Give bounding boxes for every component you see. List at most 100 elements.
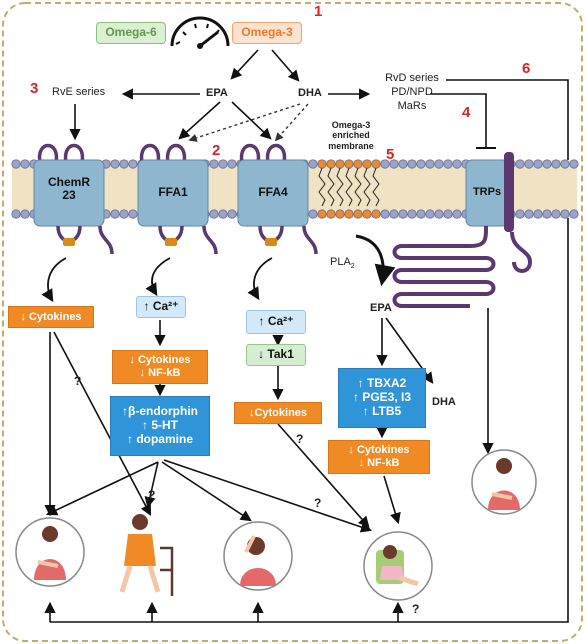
lipid-head	[524, 209, 534, 219]
lipid-head	[317, 209, 327, 219]
patient-seated-icon	[119, 514, 174, 596]
lipid-head	[551, 159, 561, 169]
dha-label: DHA	[298, 87, 322, 99]
lipid-head	[362, 159, 372, 169]
lipid-head	[128, 159, 138, 169]
col2-ca-box: ↑ Ca²⁺	[136, 296, 186, 318]
lipid-head	[317, 159, 327, 169]
col4-nfkb-text: ↓ NF-kB	[358, 457, 400, 469]
col2-dopamine-text: ↑ dopamine	[126, 431, 193, 446]
arrow-omega3-epa	[230, 49, 259, 80]
omega6-box: Omega-6	[96, 22, 166, 44]
epa-label: EPA	[206, 87, 228, 99]
receptor-chemr23	[33, 143, 114, 255]
rve-series-label: RvE series	[52, 86, 106, 98]
lipid-tail	[372, 167, 380, 207]
lipid-head	[452, 159, 462, 169]
receptor-ffa1	[137, 143, 218, 255]
lipid-head	[119, 159, 129, 169]
lipid-tail	[318, 167, 326, 207]
col4-cytokines-text: ↓ Cytokines	[348, 444, 410, 457]
lipid-head	[326, 209, 336, 219]
col4-tbxa2-text: ↑ TBXA2	[357, 376, 407, 391]
chemr-line-2: 23	[62, 188, 76, 203]
arrow-omega3-dha	[271, 49, 300, 82]
enriched-membrane-label: Omega-3 enriched membrane	[314, 120, 388, 151]
lipid-head	[542, 159, 552, 169]
lipid-head	[380, 159, 390, 169]
col2-nfkb-text: ↓ NF-kB	[139, 367, 181, 379]
lipid-head	[452, 209, 462, 219]
pla2-arrow	[355, 234, 396, 287]
col3-question: ?	[296, 432, 304, 446]
lipid-head	[110, 209, 120, 219]
col4-question-b: ?	[412, 602, 420, 616]
lipid-head	[398, 159, 408, 169]
pd-npd-label: PD/NPD	[391, 86, 433, 98]
receptor-ffa4	[237, 143, 318, 255]
col2-cytokines-box: ↓ Cytokines ↓ NF-kB	[112, 350, 208, 384]
lipid-head	[308, 209, 318, 219]
lipid-head	[335, 209, 345, 219]
lipid-head	[434, 159, 444, 169]
lipid-head	[353, 209, 363, 219]
lipid-head	[335, 159, 345, 169]
omega3-enriched-region	[317, 159, 381, 219]
mars-label: MaRs	[397, 100, 427, 112]
lipid-head	[434, 209, 444, 219]
lipid-head	[308, 159, 318, 169]
lipid-head	[209, 209, 219, 219]
lipid-head	[389, 209, 399, 219]
label-number-4: 4	[462, 104, 471, 121]
lipid-head	[515, 159, 525, 169]
lipid-head	[533, 159, 543, 169]
col4-pge3-text: ↑ PGE3, I3	[352, 390, 412, 405]
label-number-2: 2	[212, 142, 221, 159]
lipid-head	[416, 209, 426, 219]
lipid-head	[326, 159, 336, 169]
col4-cytokines-box: ↓ Cytokines ↓ NF-kB	[328, 440, 430, 474]
col3-tak1-box: ↓ Tak1	[246, 344, 306, 366]
col4-question-a: ?	[314, 496, 322, 510]
gauge-icon	[170, 16, 230, 49]
lipid-head	[20, 159, 30, 169]
lipid-head	[524, 159, 534, 169]
lipid-head	[407, 209, 417, 219]
lipid-head	[407, 159, 417, 169]
lipid-head	[425, 159, 435, 169]
lipid-head	[371, 159, 381, 169]
rvd-series-label: RvD series	[385, 72, 439, 84]
lipid-head	[560, 209, 570, 219]
inhibit-line	[430, 93, 487, 148]
lipid-tail	[336, 167, 344, 207]
lipid-head	[398, 209, 408, 219]
patient-headache-icon	[223, 521, 293, 591]
ffa4-label: FFA4	[258, 185, 288, 199]
col4-dha-label: DHA	[432, 396, 456, 408]
lipid-head	[209, 159, 219, 169]
col2-cytokines-text: ↓ Cytokines	[129, 354, 191, 367]
lipid-head	[560, 159, 570, 169]
lipid-head	[119, 209, 129, 219]
lipid-head	[128, 209, 138, 219]
lipid-tail	[354, 167, 362, 207]
col1-cytokines-box: ↓ Cytokines	[8, 306, 94, 328]
lipid-head	[515, 209, 525, 219]
enriched-line-1: Omega-3	[331, 120, 371, 130]
lipid-head	[227, 209, 237, 219]
lipid-head	[11, 209, 21, 219]
lipid-head	[551, 209, 561, 219]
enriched-line-2: enriched	[332, 130, 370, 141]
lipid-head	[425, 209, 435, 219]
lipid-head	[11, 159, 21, 169]
col3-ca-box: ↑ Ca²⁺	[246, 310, 306, 334]
lipid-head	[110, 159, 120, 169]
label-number-3: 3	[30, 80, 39, 97]
col1-question: ?	[74, 374, 82, 388]
lipid-head	[344, 159, 354, 169]
ffa1-label: FFA1	[158, 185, 188, 199]
chemr23-label: ChemR 23	[40, 175, 98, 203]
lipid-head	[371, 209, 381, 219]
patient-abdominal-pain-icon-2	[471, 449, 537, 515]
